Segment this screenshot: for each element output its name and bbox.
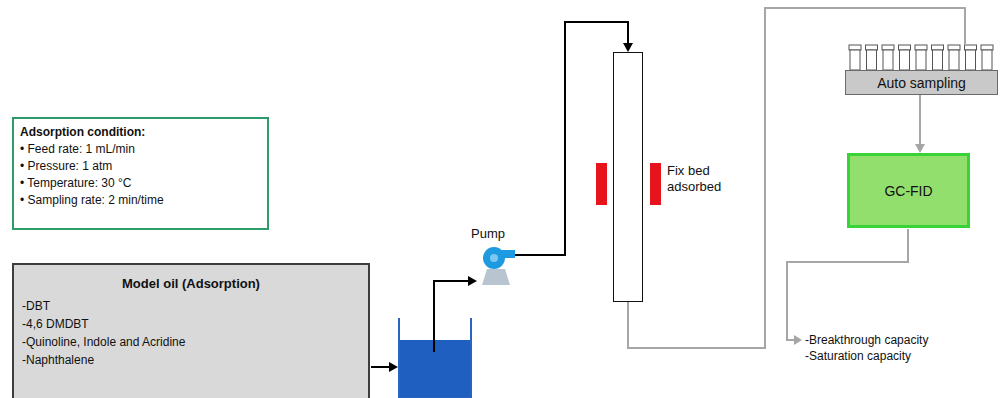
node-text: Auto sampling [877,75,966,91]
output-label: -Breakthrough capacity [805,332,928,348]
vial-cap [882,45,894,50]
condition-box: Adsorption condition:• Feed rate: 1 mL/m… [12,117,269,230]
vial-cap [915,45,927,50]
feed-line [371,366,392,368]
node-text: GC-FID [884,183,932,199]
vial-cap [866,45,878,50]
fixed-bed-column: Fix bed adsorbed [613,52,643,302]
heater-block [596,163,607,205]
connector-line [919,95,921,146]
node-text: Adsorption condition: [20,124,261,141]
node-text: • Pressure: 1 atm [20,158,261,175]
arrow-head [794,335,802,345]
connector [915,95,925,153]
pump-icon [477,243,515,286]
vial-cap [965,45,977,50]
vial-cap [948,45,960,50]
model-oil-box: Model oil (Adsorption) -DBT-4,6 DMDBT-Qui… [12,263,370,398]
arrow-head [623,43,633,52]
node-text: -4,6 DMDBT [22,315,360,333]
vial-body [900,50,910,70]
node-text: -DBT [22,297,360,315]
vial-body [933,50,943,70]
connector-line [515,22,628,255]
vial-cap [981,45,993,50]
node-text: Fix bed adsorbed [667,163,747,195]
gc-fid-box: GC-FID [847,153,970,228]
vial-cap [899,45,911,50]
node-text: Pump [471,226,505,241]
arrow-head [468,276,477,286]
vial-body [982,50,992,70]
arrow-head [915,144,925,153]
suction-line [434,281,470,352]
vial-rack [845,44,998,70]
node-text: • Sampling rate: 2 min/time [20,192,261,209]
arrow-head [389,362,398,372]
vial-cap [849,45,861,50]
node-text: Model oil (Adsorption) [22,275,360,293]
vial-cap [932,45,944,50]
pump-outlet [501,250,515,258]
vial-body [883,50,893,70]
heater-block [650,163,661,205]
pump-base [482,269,510,285]
node-text: -Naphthalene [22,351,360,369]
output-label: -Saturation capacity [805,348,911,364]
node-text: -Quinoline, Indole and Acridine [22,333,360,351]
vial-body [867,50,877,70]
vial-body [850,50,860,70]
node-text: • Feed rate: 1 mL/min [20,141,261,158]
vial-body [916,50,926,70]
pump-symbol: Pump [477,243,515,286]
vial-body [949,50,959,70]
pump-hub [490,254,498,262]
vial-body [966,50,976,70]
node-text: • Temperature: 30 °C [20,175,261,192]
sampler-bar: Auto sampling [845,70,998,95]
auto-sampler: Auto sampling [845,44,998,95]
output-line [787,229,908,340]
